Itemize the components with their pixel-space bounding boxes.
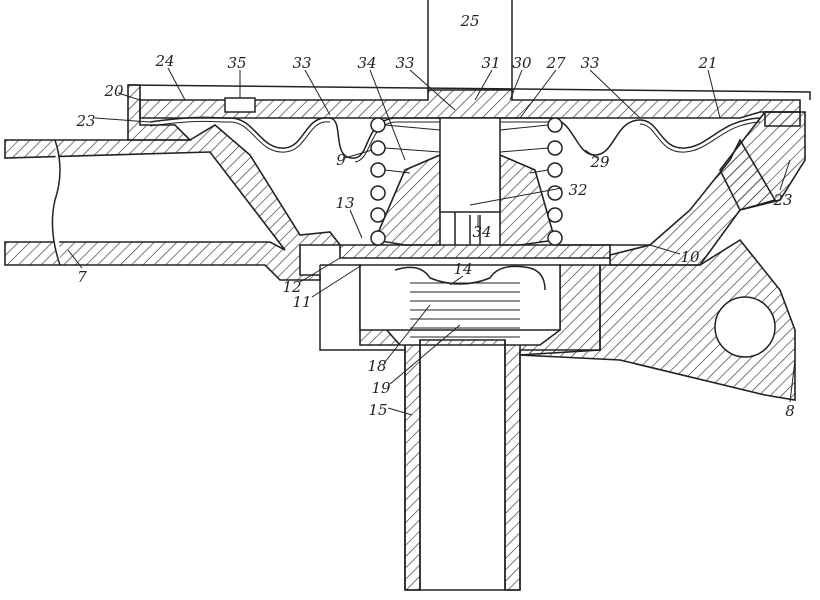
gasket-right [764, 111, 801, 127]
mounting-hole [714, 296, 776, 358]
spring-9 [370, 117, 563, 246]
label-23a: 23 [75, 112, 95, 130]
label-15: 15 [368, 401, 387, 419]
label-34b: 34 [472, 223, 491, 241]
diaphragm-21 [149, 116, 761, 159]
label-20: 20 [103, 82, 124, 100]
label-34a: 34 [357, 54, 376, 72]
mounting-lug-8 [519, 238, 796, 401]
label-33a: 33 [292, 54, 311, 72]
label-18: 18 [367, 357, 386, 375]
label-31: 31 [481, 54, 500, 72]
label-24: 24 [154, 52, 174, 70]
pipe-break [51, 139, 61, 266]
label-9: 9 [336, 151, 346, 169]
label-7: 7 [77, 268, 87, 286]
label-13: 13 [335, 194, 354, 212]
label-21: 21 [697, 54, 717, 72]
housing-top-edge [127, 84, 811, 100]
label-33c: 33 [580, 54, 599, 72]
label-32: 32 [568, 181, 587, 199]
label-14: 14 [453, 260, 472, 278]
valve-seat-plate [339, 244, 611, 259]
label-19: 19 [371, 379, 391, 397]
stem-27 [439, 117, 501, 213]
label-35: 35 [227, 54, 246, 72]
label-11: 11 [292, 293, 311, 311]
cap-25 [427, 0, 513, 92]
opening-35 [224, 97, 256, 113]
housing-10 [609, 138, 777, 266]
label-23b: 23 [772, 191, 792, 209]
valve-disc-14 [394, 265, 546, 291]
central-plug [373, 153, 441, 246]
outlet-pipe-15 [404, 340, 521, 591]
label-27: 27 [545, 54, 566, 72]
chamber-11 [359, 264, 561, 331]
coil-spring-19 [410, 282, 520, 338]
leader-lines [67, 67, 796, 416]
label-33b: 33 [395, 54, 414, 72]
label-25: 25 [459, 12, 479, 30]
label-8: 8 [785, 402, 795, 420]
label-12: 12 [282, 278, 301, 296]
label-30: 30 [512, 54, 532, 72]
label-29: 29 [589, 153, 610, 171]
label-10: 10 [680, 248, 700, 266]
